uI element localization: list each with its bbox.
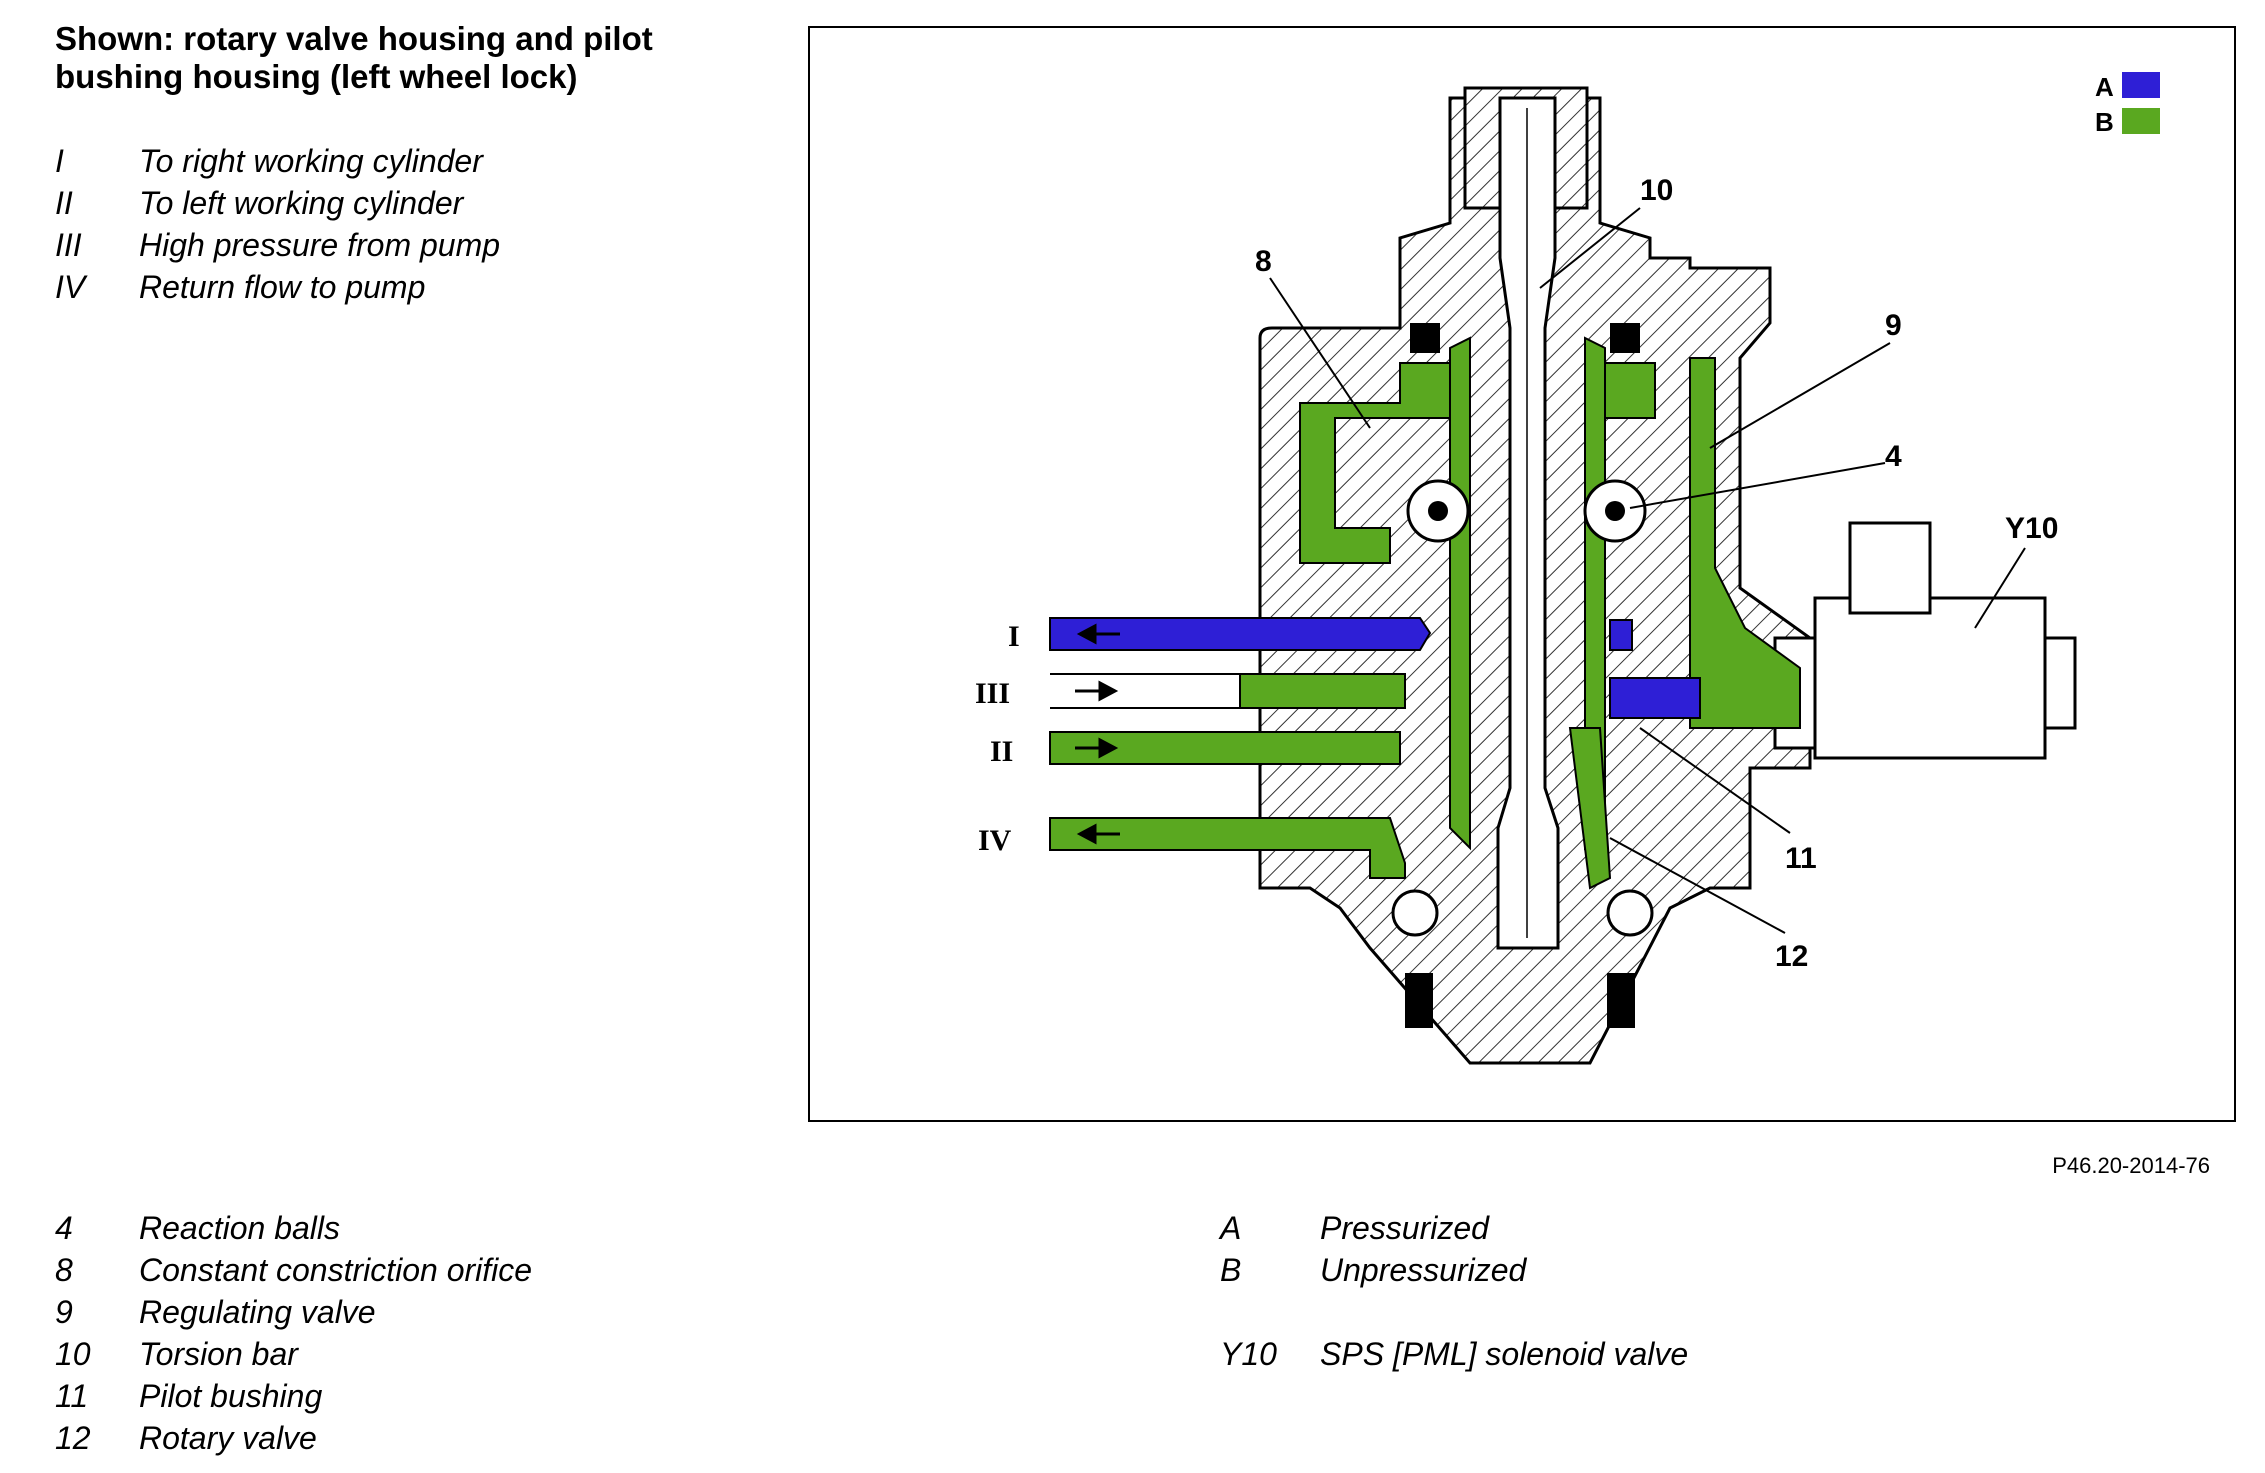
- regulating-pressurized: [1609, 619, 1633, 651]
- arrow-port-III: [1075, 680, 1119, 702]
- valve-diagram: I III II IV 8 10 9 4 Y10 11 12 A B: [975, 72, 2160, 1065]
- reaction-ball-right-core: [1605, 501, 1625, 521]
- leader-9: [1709, 342, 1891, 449]
- bearing-ball-left: [1391, 889, 1439, 937]
- flow-arrows: [1075, 623, 1120, 845]
- leader-10: [1539, 207, 1641, 289]
- reaction-ball-left-core: [1428, 501, 1448, 521]
- callout-9: 9: [1885, 309, 1902, 342]
- leader-4: [1629, 462, 1886, 509]
- seal-left: [1410, 323, 1440, 353]
- port-I-channel: [1049, 617, 1432, 651]
- pilot-bushing-channel: [1604, 362, 1656, 419]
- swatch-pressurized: [2122, 72, 2160, 98]
- solenoid-housing: [1813, 596, 2047, 760]
- port-III-channel: [1239, 673, 1406, 709]
- constriction-channel-left: [1299, 362, 1451, 564]
- leader-12: [1609, 837, 1786, 934]
- port-label-IV: IV: [978, 824, 1012, 857]
- callout-11: 11: [1785, 842, 1817, 875]
- callout-12: 12: [1775, 940, 1808, 973]
- callout-8: 8: [1255, 245, 1272, 278]
- bearing-ball-right: [1606, 889, 1654, 937]
- callout-10: 10: [1640, 174, 1673, 207]
- port-label-I: I: [1008, 620, 1020, 653]
- color-legend: A B: [2095, 72, 2160, 137]
- rotary-valve-left: [1449, 336, 1471, 851]
- pressurized-channels: [1049, 617, 1701, 719]
- solenoid-cap: [2043, 636, 2077, 730]
- regulating-channel: [1689, 357, 1801, 729]
- leader-8: [1269, 277, 1371, 429]
- solenoid-connector: [1848, 521, 1932, 615]
- callout-leaders: [1269, 207, 2026, 934]
- leader-Y10: [1974, 547, 2026, 629]
- legend-key-b: B: [2095, 107, 2114, 137]
- page-title: Shown: rotary valve housing and pilot bu…: [55, 20, 653, 95]
- seal-right: [1610, 323, 1640, 353]
- port-IV-channel: [1049, 817, 1406, 879]
- callout-Y10: Y10: [2005, 512, 2058, 545]
- legend-key-a: A: [2095, 72, 2114, 102]
- solenoid-pressurized: [1609, 677, 1701, 719]
- swatch-unpressurized: [2122, 108, 2160, 134]
- arrow-port-IV: [1076, 823, 1120, 845]
- arrow-port-II: [1075, 737, 1119, 759]
- return-channel: [1568, 727, 1612, 890]
- lower-seal-right: [1607, 973, 1635, 1028]
- torsion-bar: [1496, 96, 1560, 950]
- port-label-II: II: [990, 735, 1013, 768]
- arrow-port-I: [1076, 623, 1120, 645]
- port-label-III: III: [975, 677, 1010, 710]
- callout-4: 4: [1885, 440, 1902, 473]
- lower-seal-left: [1405, 973, 1433, 1028]
- figure-id: P46.20-2014-76: [2052, 1153, 2210, 1178]
- leader-11: [1639, 727, 1791, 834]
- valve-cross-section-figure: I III II IV 8 10 9 4 Y10 11 12 A B: [808, 26, 2236, 1122]
